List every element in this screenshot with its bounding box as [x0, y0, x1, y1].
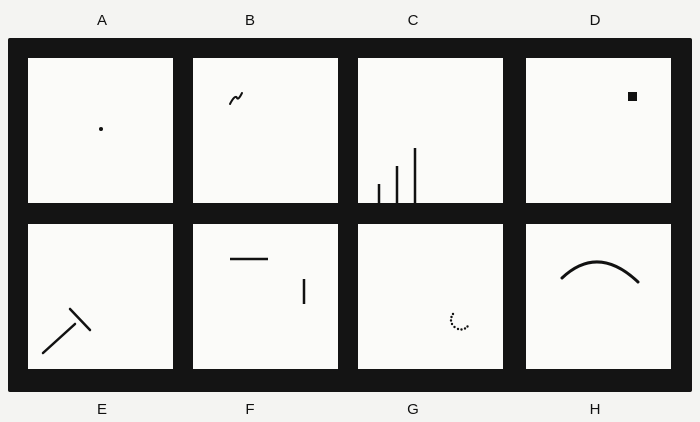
panel-h-figure	[560, 260, 640, 284]
label-d: D	[589, 12, 601, 29]
panel-e	[28, 224, 173, 369]
label-h: H	[589, 401, 601, 418]
panel-g-figure	[449, 312, 469, 331]
label-c: C	[407, 12, 419, 29]
panel-b	[193, 58, 338, 203]
panel-a	[28, 58, 173, 203]
panel-a-figure	[99, 127, 103, 131]
panel-c	[358, 58, 503, 203]
square-mark	[628, 92, 637, 101]
diagonal-cross-line	[68, 307, 92, 332]
panel-e-figure	[41, 307, 92, 355]
panel-b-figure	[229, 92, 243, 105]
panel-g	[358, 224, 503, 369]
panel-d	[526, 58, 671, 203]
label-b: B	[244, 12, 255, 29]
diagonal-stem-line	[41, 322, 77, 355]
panel-h	[526, 224, 671, 369]
label-g: G	[407, 401, 419, 418]
tilde-curve-mark	[229, 92, 243, 105]
label-f: F	[245, 401, 255, 418]
panel-f-figure	[230, 257, 306, 304]
panel-c-figure	[377, 148, 417, 203]
panel-d-figure	[628, 92, 637, 101]
dotted-arc-mark	[449, 312, 469, 331]
panel-f	[193, 224, 338, 369]
dot-mark	[99, 127, 103, 131]
label-a: A	[96, 12, 107, 29]
label-e: E	[96, 401, 107, 418]
large-arc-mark	[560, 260, 640, 284]
